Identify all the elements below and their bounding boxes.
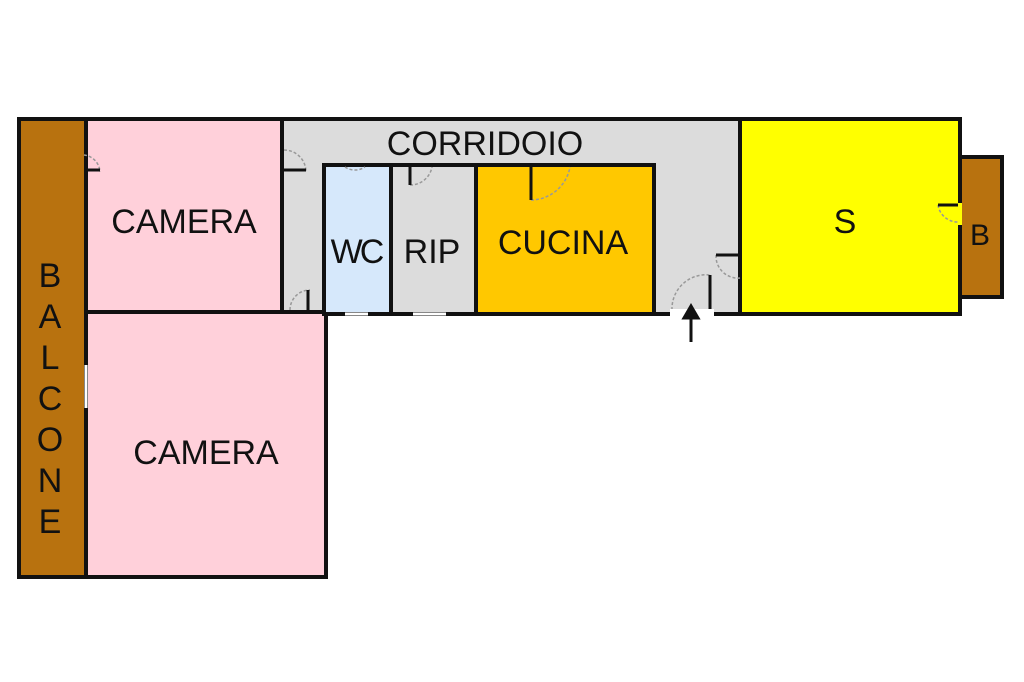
label-soggiorno: S — [833, 203, 857, 241]
label-balcone: BALCONE — [36, 257, 64, 541]
label-camera-2: CAMERA — [133, 434, 279, 472]
room-soggiorno — [738, 117, 962, 316]
label-b: B — [969, 219, 991, 252]
label-cucina: CUCINA — [497, 224, 629, 262]
room-b — [958, 155, 1004, 299]
room-balcone — [17, 117, 88, 579]
label-corridoio: CORRIDOIO — [386, 125, 584, 163]
label-camera-1: CAMERA — [111, 203, 257, 241]
door-arc — [530, 166, 571, 201]
door-arc — [289, 289, 311, 311]
door-arc — [715, 254, 741, 279]
label-wc: WC — [330, 233, 385, 271]
door-arc — [344, 166, 366, 171]
room-camera-2 — [84, 310, 328, 579]
entrance-arrow-icon — [681, 303, 701, 342]
door-arc — [671, 274, 711, 311]
label-rip: RIP — [403, 233, 461, 271]
door-arc — [83, 154, 101, 173]
room-cucina — [474, 163, 656, 316]
door-arc — [937, 204, 959, 223]
door-arc — [409, 166, 433, 186]
